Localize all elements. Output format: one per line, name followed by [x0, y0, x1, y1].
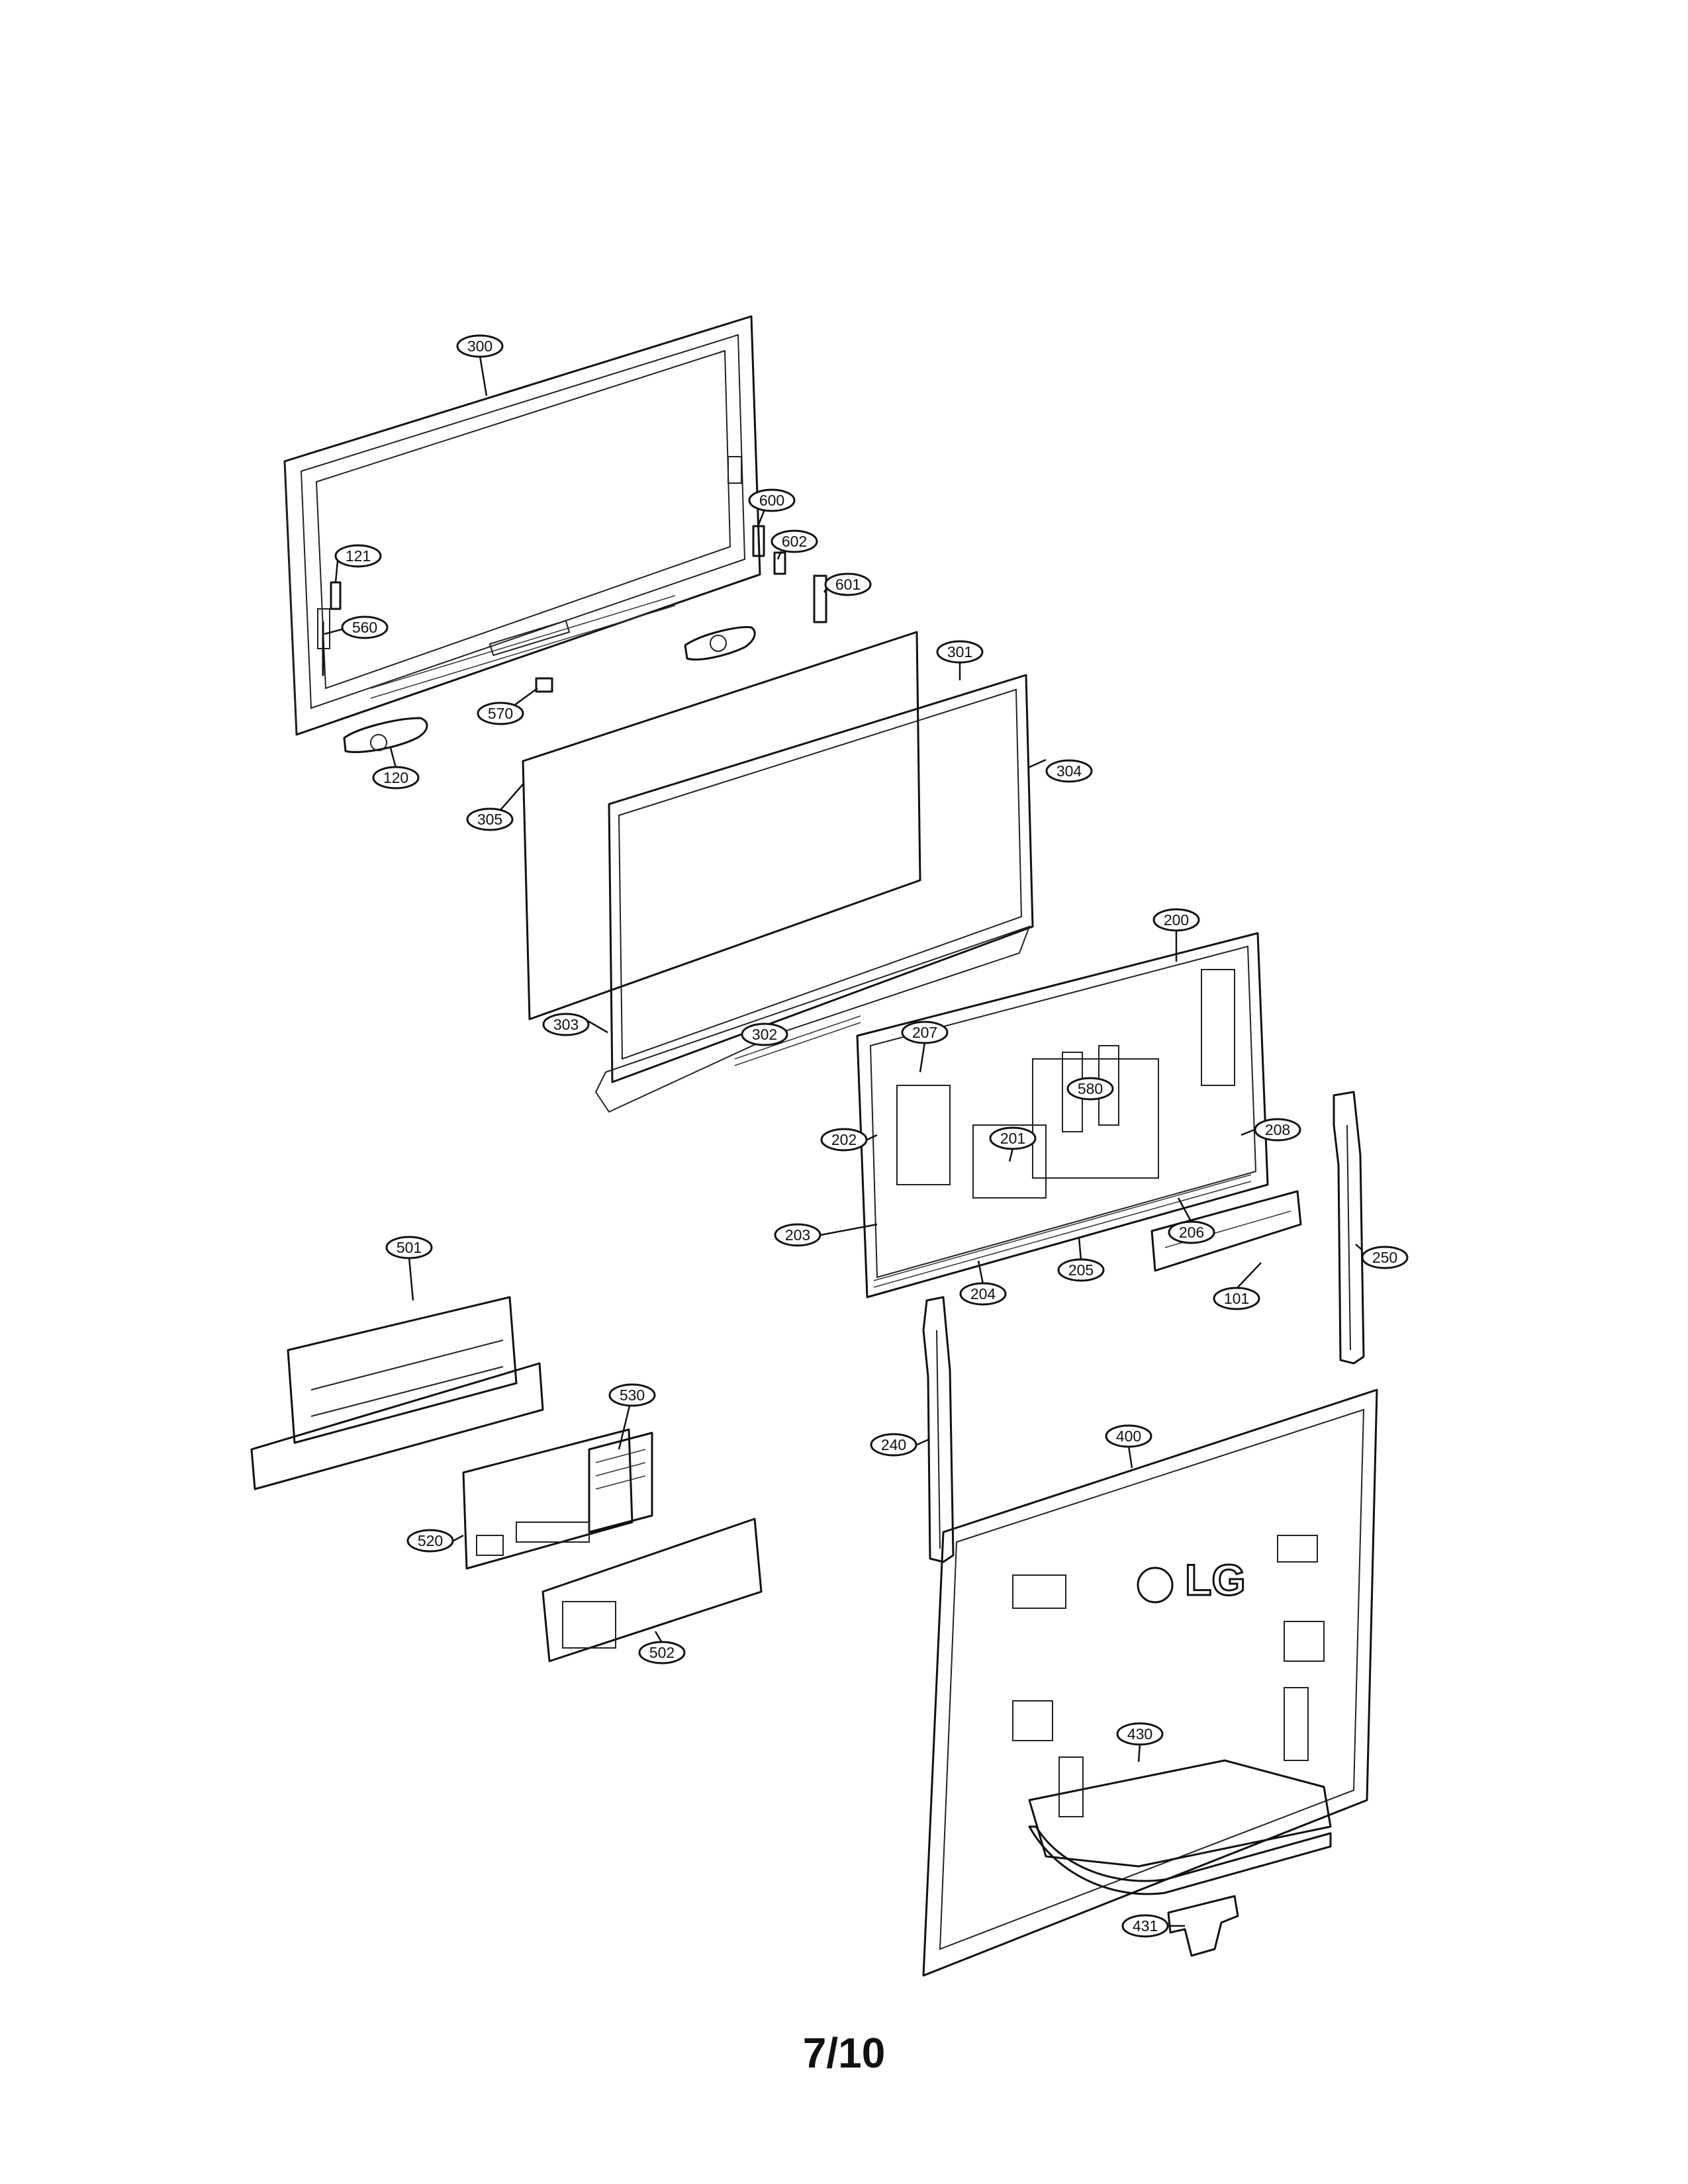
callout-label: 121 [346, 547, 371, 565]
stand-cover-431 [1167, 1895, 1239, 1957]
callout-204: 204 [959, 1282, 1007, 1306]
front-bezel-frame [283, 315, 761, 736]
callout-label: 202 [831, 1131, 857, 1148]
callout-502: 502 [638, 1641, 686, 1664]
callout-305: 305 [466, 807, 514, 831]
callout-label: 501 [397, 1239, 422, 1256]
left-speaker [343, 717, 428, 753]
callout-600: 600 [748, 488, 796, 512]
pcb-530 [588, 1432, 653, 1533]
callout-label: 400 [1116, 1428, 1141, 1445]
stand-base [1028, 1687, 1332, 1895]
left-stand-bracket [922, 1296, 955, 1563]
callout-602: 602 [771, 529, 818, 553]
callout-240: 240 [870, 1433, 917, 1457]
callout-label: 530 [620, 1387, 645, 1404]
callout-580: 580 [1066, 1077, 1114, 1101]
panel-frame [594, 674, 1034, 1113]
callout-300: 300 [456, 334, 504, 358]
right-stand-bracket [1333, 1091, 1365, 1365]
callout-label: 601 [835, 576, 861, 593]
callout-206: 206 [1168, 1220, 1215, 1244]
callout-label: 302 [752, 1026, 777, 1043]
callout-label: 303 [553, 1016, 579, 1033]
callout-202: 202 [820, 1128, 868, 1152]
callout-label: 520 [418, 1532, 443, 1549]
bracket-assembly-501 [250, 1296, 544, 1490]
callout-label: 570 [488, 705, 513, 722]
callout-520: 520 [406, 1529, 454, 1553]
callout-303: 303 [542, 1013, 590, 1036]
callout-label: 201 [1000, 1130, 1025, 1147]
callout-label: 207 [912, 1024, 937, 1041]
callout-431: 431 [1121, 1914, 1169, 1938]
callout-560: 560 [341, 615, 389, 639]
callout-label: 430 [1127, 1725, 1152, 1743]
callout-501: 501 [385, 1236, 433, 1259]
callout-label: 206 [1179, 1224, 1204, 1241]
callout-label: 203 [785, 1226, 810, 1244]
callout-400: 400 [1105, 1424, 1152, 1448]
part-570 [535, 677, 553, 693]
callout-label: 120 [383, 769, 408, 786]
callout-250: 250 [1361, 1246, 1409, 1269]
callout-label: 101 [1224, 1290, 1249, 1307]
shield-502 [541, 1518, 763, 1662]
callout-302: 302 [741, 1023, 788, 1046]
callout-label: 560 [352, 619, 377, 636]
callout-label: 208 [1265, 1121, 1290, 1138]
front-glass-filter [522, 631, 921, 1021]
callout-label: 240 [881, 1436, 906, 1453]
plasma-module-chassis [856, 932, 1269, 1298]
callout-570: 570 [477, 702, 524, 725]
page-number: 7/10 [802, 2029, 886, 2077]
callout-205: 205 [1057, 1258, 1105, 1282]
callout-label: 502 [649, 1644, 675, 1661]
callout-203: 203 [774, 1223, 821, 1247]
callout-label: 304 [1056, 762, 1082, 780]
part-601 [813, 574, 827, 623]
callout-label: 300 [467, 338, 492, 355]
callout-121: 121 [334, 544, 382, 568]
callout-label: 200 [1164, 911, 1189, 929]
callout-304: 304 [1045, 759, 1093, 783]
lg-logo-text: LG [1185, 1555, 1246, 1604]
callout-label: 305 [477, 811, 502, 828]
callout-label: 431 [1133, 1917, 1158, 1934]
part-121 [330, 581, 342, 610]
callout-label: 205 [1068, 1261, 1094, 1279]
callout-label: 602 [782, 533, 807, 550]
callout-label: 580 [1078, 1080, 1103, 1097]
main-board-520 [462, 1428, 633, 1570]
callout-label: 301 [947, 643, 972, 660]
callout-label: 250 [1372, 1249, 1397, 1266]
callout-301: 301 [936, 640, 984, 664]
callout-208: 208 [1254, 1118, 1301, 1142]
callout-207: 207 [901, 1021, 949, 1044]
callout-430: 430 [1116, 1722, 1164, 1746]
callout-101: 101 [1213, 1287, 1260, 1310]
callout-601: 601 [824, 572, 872, 596]
callout-530: 530 [608, 1383, 656, 1407]
callout-200: 200 [1152, 908, 1200, 932]
callout-label: 204 [970, 1285, 996, 1302]
right-speaker [684, 626, 756, 660]
callout-label: 600 [759, 492, 784, 509]
back-cover: LG [922, 1388, 1378, 1977]
callout-120: 120 [372, 766, 420, 790]
callout-201: 201 [989, 1126, 1037, 1150]
